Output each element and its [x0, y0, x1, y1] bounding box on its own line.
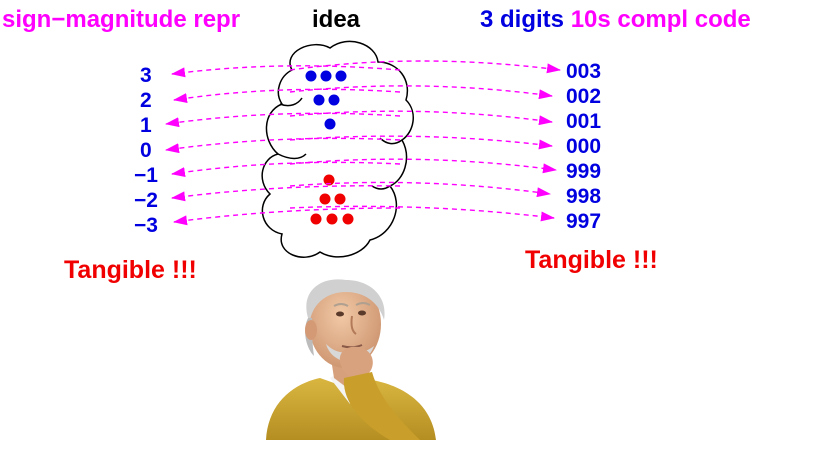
left-value: −1 [134, 164, 158, 187]
arrow [289, 110, 553, 126]
dot [313, 94, 325, 106]
arrow [171, 185, 401, 202]
dot [335, 70, 347, 82]
arrows-to-tens-complement [289, 60, 561, 222]
arrows-to-sign-magnitude [165, 65, 401, 226]
dot [323, 174, 335, 186]
right-code: 999 [566, 160, 602, 183]
nose [350, 315, 357, 335]
dot [334, 193, 346, 205]
right-code: 001 [566, 110, 602, 133]
hair [306, 279, 385, 320]
arrow [165, 137, 401, 154]
dot [326, 213, 338, 225]
eye [336, 311, 344, 317]
right-code: 000 [566, 135, 602, 158]
arrow [289, 181, 551, 198]
title-idea: idea [312, 6, 361, 33]
hand [339, 346, 373, 378]
arrow [165, 112, 401, 128]
left-value: 0 [140, 139, 152, 162]
dot [319, 193, 331, 205]
tangible-left-label: Tangible !!! [64, 256, 197, 284]
right-code: 003 [566, 60, 602, 83]
thinking-man-illustration [266, 279, 436, 440]
dot [320, 70, 332, 82]
arrow [171, 65, 401, 78]
ear [305, 320, 317, 340]
arm [343, 372, 420, 440]
left-value: −2 [134, 189, 158, 212]
arrow [173, 88, 401, 104]
arrow [289, 158, 557, 174]
arrow [171, 161, 401, 178]
dot [310, 213, 322, 225]
title-sign-magnitude: sign−magnitude repr [2, 6, 241, 33]
right-code: 998 [566, 185, 602, 208]
arrow [173, 207, 401, 226]
arrow [289, 85, 553, 100]
positive-dots [305, 70, 347, 130]
eyebrow [333, 303, 349, 307]
dot [305, 70, 317, 82]
right-code: 997 [566, 210, 602, 233]
dot [324, 118, 336, 130]
left-value: 3 [140, 64, 152, 87]
right-code: 002 [566, 85, 602, 108]
eye [358, 310, 366, 316]
title-tens-complement: 3 digits 10s compl code [480, 6, 751, 34]
left-value: 1 [140, 114, 152, 137]
title-three-digits: 3 digits [480, 6, 565, 33]
eyebrow [355, 302, 371, 306]
arrow [289, 60, 561, 74]
negative-dots [310, 174, 354, 225]
title-tens-compl-code: 10s compl code [570, 6, 751, 33]
left-value: −3 [134, 214, 158, 237]
dot [328, 94, 340, 106]
left-value: 2 [140, 89, 152, 112]
tangible-right-label: Tangible !!! [525, 246, 658, 274]
arrow [289, 135, 553, 150]
dot [342, 213, 354, 225]
